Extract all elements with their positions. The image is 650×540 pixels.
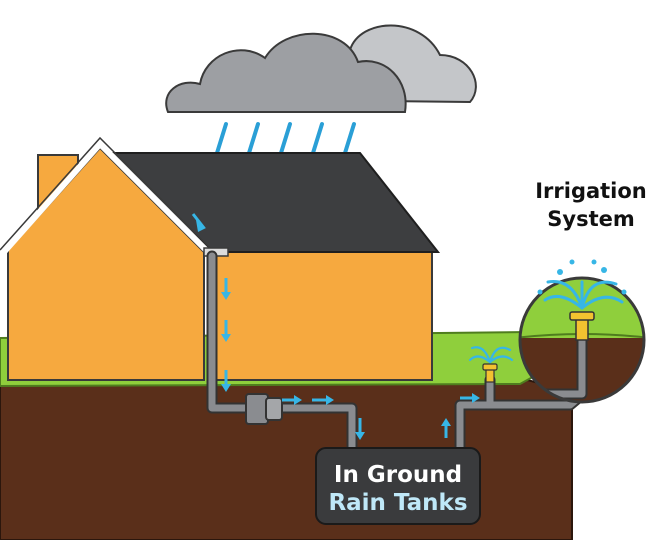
gable-trim-outline <box>0 136 217 255</box>
sprinkler-icon <box>537 259 627 341</box>
gable-trim <box>1 139 215 259</box>
irrigation-label-line2: System <box>547 207 634 231</box>
house-side-wall <box>213 251 433 381</box>
lawn-sprinkler-icon <box>468 346 514 383</box>
tank-label-line2: Rain Tanks <box>328 490 467 516</box>
irrigation-inset <box>518 259 646 404</box>
tank-label-line1: In Ground <box>334 462 462 488</box>
flow-arrow-icon <box>191 213 480 440</box>
filter-valve <box>245 393 283 425</box>
pipes <box>206 250 588 458</box>
irrigation-label-line1: Irrigation <box>535 179 647 203</box>
cloud-icon <box>165 24 477 113</box>
rain-tank: In Ground Rain Tanks <box>315 447 481 525</box>
house <box>0 136 441 381</box>
cloud-front <box>165 32 407 113</box>
irrigation-label: Irrigation System <box>535 179 647 231</box>
